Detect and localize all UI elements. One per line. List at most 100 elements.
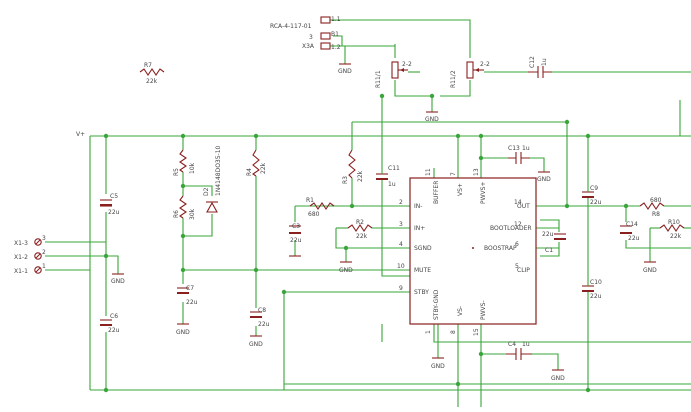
c7-name: C7 (186, 285, 194, 292)
resistor-r10: R10 22k (659, 219, 685, 240)
c8-name: C8 (258, 307, 266, 314)
c13-value: 1u (522, 145, 530, 152)
ic-pin-in-plus-num: 3 (399, 221, 403, 228)
r8-value: 680 (650, 197, 662, 204)
ic-pin-out-label: OUT (517, 203, 530, 210)
c9-name: C9 (590, 185, 598, 192)
svg-text:GND: GND (111, 278, 125, 285)
ic-pin-mute-num: 10 (397, 263, 405, 270)
c13-name: C13 (508, 145, 520, 152)
ic-pin-bootloader-num: 12 (514, 221, 522, 228)
ic-pin-pwvs-minus-num: 15 (473, 328, 480, 336)
ic-pin-sgnd-label: SGND (414, 245, 432, 252)
ic-pin-out-num: 14 (514, 199, 522, 206)
r6-value: 30k (189, 208, 196, 220)
resistor-r4: R4 22k (246, 149, 267, 177)
r10-name: R10 (668, 219, 680, 226)
svg-text:GND: GND (551, 375, 565, 382)
ic-pin-stby-gnd-num: 1 (425, 330, 432, 334)
d2-name: D2 (203, 187, 210, 196)
rca-connector-name: RCA-4-117-01 (270, 23, 312, 30)
svg-text:GND: GND (425, 116, 439, 123)
potentiometer-r11-2: R11/2 2-2 (450, 61, 490, 88)
ic-pin-buffer-label: BUFFER (433, 181, 440, 204)
r7-value: 22k (146, 78, 158, 85)
ic-pin-stby-label: STBY (414, 289, 429, 296)
rca-b1-label: B1 (331, 31, 339, 38)
svg-text:GND: GND (537, 176, 551, 183)
r11-2-name: R11/2 (450, 70, 457, 88)
diode-d2: D2 1N4148DO35-10 (203, 145, 222, 213)
ic-pin-pwvs-minus-label: PWVS- (480, 300, 487, 320)
capacitor-c5: C5 22u (100, 193, 120, 216)
capacitor-c6: C6 22u (100, 313, 120, 334)
ic-pin-buffer-num: 11 (425, 168, 432, 176)
capacitor-c13: C13 1u (508, 145, 530, 164)
ic-pin-clip-label: CLIP (517, 267, 530, 274)
c5-name: C5 (110, 193, 118, 200)
terminal-pin-3: 3 (42, 235, 46, 242)
ground-pot: GND (425, 111, 439, 123)
ic-pin-vs-minus-num: 8 (450, 330, 457, 334)
rca-sub-label: X3A (302, 43, 315, 50)
c7-value: 22u (186, 299, 198, 306)
rca-connector: RCA-4-117-01 1.1 B1 1.2 X3A 3 (270, 16, 341, 51)
ground-symbols: GND GND GND GND GND GND GND (111, 63, 657, 382)
ic-pin-sgnd-num: 4 (399, 241, 403, 248)
resistor-r1: R1 680 (306, 197, 335, 218)
supply-label: V+ (76, 131, 85, 138)
resistor-r7: R7 22k (139, 62, 165, 85)
capacitor-c4: C4 1u (506, 341, 532, 360)
capacitor-c9: C9 22u (582, 185, 602, 206)
d2-value: 1N4148DO35-10 (215, 145, 222, 196)
c10-value: 22u (590, 293, 602, 300)
ground-sgnd: GND (339, 261, 353, 274)
c14-value: 22u (628, 235, 640, 242)
capacitor-c8: C8 22u (250, 307, 270, 328)
ic-pin-bootloader-label: BOOTLOADER (490, 225, 532, 232)
resistor-r5: R5 10k (173, 149, 196, 176)
c1-name: C1 (545, 247, 553, 254)
ic-pin-vs-plus-label: VS+ (457, 183, 464, 196)
ground-terminal: GND (111, 273, 125, 285)
r1-value: 680 (308, 211, 320, 218)
terminal-x1-1: X1-1 (14, 268, 28, 275)
capacitor-c11: C11 1u (376, 160, 400, 188)
c10-name: C10 (590, 279, 602, 286)
amplifier-ic: IN- 2 IN+ 3 SGND 4 MUTE 10 STBY 9 OUT 14… (397, 168, 537, 336)
ic-pin-stby-gnd-label: STBY-GND (433, 289, 440, 320)
capacitor-c14: C14 22u (620, 221, 640, 242)
terminal-x1-3: X1-3 (14, 240, 28, 247)
r2-name: R2 (356, 219, 364, 226)
c6-name: C6 (110, 313, 118, 320)
r3-value: 22k (357, 170, 364, 182)
potentiometer-r11-1: R11/1 2-2 (375, 61, 412, 88)
resistor-r6: R6 30k (173, 195, 196, 220)
ground-c8: GND (249, 335, 263, 348)
svg-text:GND: GND (339, 267, 353, 274)
resistor-r8: 680 R8 (639, 197, 665, 218)
svg-text:GND: GND (643, 267, 657, 274)
resistor-r3: R3 22k (342, 149, 364, 184)
rca-pin3-label: 3 (309, 34, 313, 41)
r11-2-pins: 2-2 (480, 61, 490, 68)
r2-value: 22k (356, 233, 368, 240)
r8-name: R8 (652, 211, 660, 218)
capacitor-c12: C12 1u (528, 56, 552, 78)
terminal-pin-2: 2 (42, 249, 46, 256)
r10-value: 22k (670, 233, 682, 240)
capacitor-c1: 22u C1 (542, 231, 566, 254)
r11-1-pins: 2-2 (402, 61, 412, 68)
svg-text:GND: GND (338, 68, 352, 75)
c12-name: C12 (529, 56, 536, 68)
capacitor-c3: C3 22u (289, 223, 302, 244)
r6-name: R6 (173, 210, 180, 218)
c3-value: 22u (290, 237, 302, 244)
svg-text:GND: GND (176, 329, 190, 336)
ic-pin-boostrap-label: BOOSTRAP (484, 245, 517, 252)
r1-name: R1 (306, 197, 314, 204)
ground-ic-bottom: GND (431, 357, 445, 370)
r11-1-name: R11/1 (375, 70, 382, 88)
